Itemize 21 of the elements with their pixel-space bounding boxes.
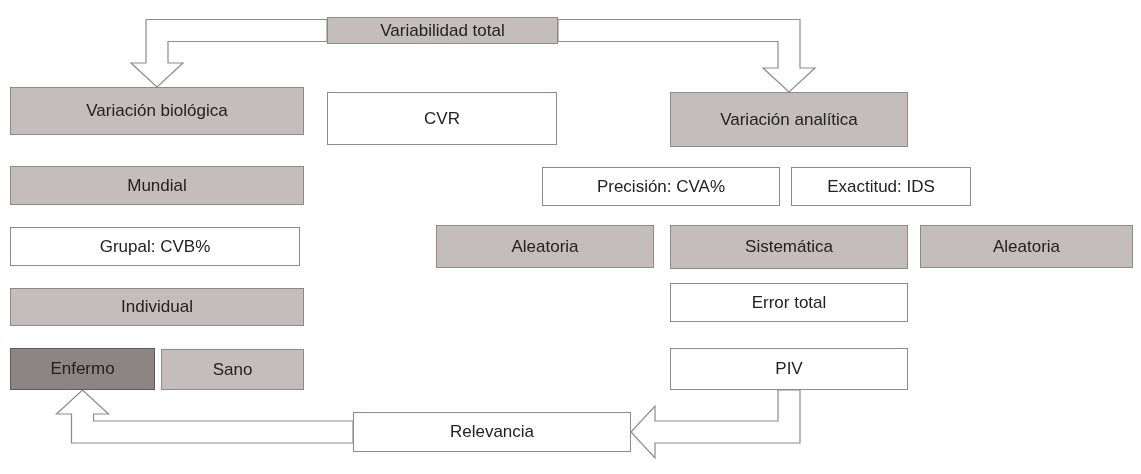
label-box: Mundial [10, 166, 304, 205]
label-box: Variación biológica [10, 87, 304, 135]
label-box: Individual [10, 288, 304, 326]
block-arrow [557, 18, 817, 93]
block-arrow [54, 389, 354, 444]
block-arrow [129, 18, 328, 88]
label-box: CVR [327, 92, 557, 145]
label-box: Aleatoria [436, 225, 654, 268]
label-box: PIV [670, 348, 908, 390]
label-box: Variabilidad total [327, 17, 558, 44]
label-box: Sistemática [670, 225, 908, 269]
label-box: Variación analítica [670, 92, 908, 147]
label-box: Relevancia [353, 412, 631, 452]
label-box: Sano [161, 349, 304, 390]
label-box: Exactitud: IDS [791, 167, 971, 206]
label-box: Grupal: CVB% [10, 227, 300, 266]
block-arrow [630, 389, 801, 460]
label-box: Precisión: CVA% [542, 167, 780, 206]
label-box: Aleatoria [920, 225, 1133, 268]
label-box: Error total [670, 283, 908, 322]
label-box: Enfermo [10, 348, 155, 390]
